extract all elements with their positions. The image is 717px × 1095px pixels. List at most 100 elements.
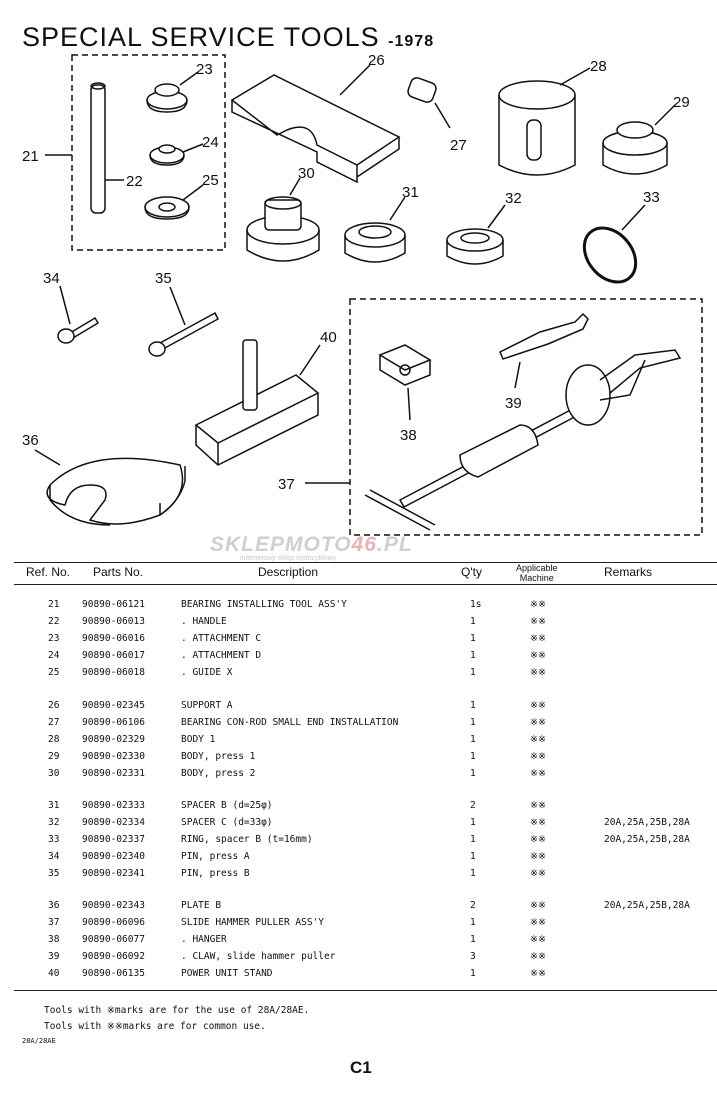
attachment-d-24 bbox=[149, 143, 204, 166]
cell-qty: 1 bbox=[470, 633, 476, 644]
cell-remarks: 20A,25A,25B,28A bbox=[604, 817, 690, 828]
callout-28: 28 bbox=[590, 58, 607, 75]
cell-ref: 40 bbox=[48, 968, 60, 979]
spacer-b-31 bbox=[344, 196, 406, 263]
cell-parts: 90890-02331 bbox=[82, 768, 145, 779]
cell-parts: 90890-02334 bbox=[82, 817, 145, 828]
cell-qty: 1 bbox=[470, 751, 476, 762]
cell-ref: 25 bbox=[48, 667, 60, 678]
cell-mark: ※※ bbox=[530, 700, 546, 711]
cell-parts: 90890-02333 bbox=[82, 800, 145, 811]
cell-parts: 90890-02337 bbox=[82, 834, 145, 845]
cell-ref: 33 bbox=[48, 834, 60, 845]
callout-labels: 21 22 23 24 25 26 27 28 29 30 31 32 33 3… bbox=[22, 52, 690, 493]
callout-24: 24 bbox=[202, 134, 219, 151]
callout-35: 35 bbox=[155, 270, 172, 287]
callout-30: 30 bbox=[298, 165, 315, 182]
body-1-28 bbox=[498, 67, 591, 176]
support-a-26 bbox=[230, 64, 401, 184]
cell-qty: 1 bbox=[470, 700, 476, 711]
header-applicable: Applicable Machine bbox=[516, 563, 558, 583]
callout-23: 23 bbox=[196, 61, 213, 78]
cell-ref: 27 bbox=[48, 717, 60, 728]
cell-qty: 1 bbox=[470, 717, 476, 728]
cell-remarks: 20A,25A,25B,28A bbox=[604, 834, 690, 845]
cell-parts: 90890-06018 bbox=[82, 667, 145, 678]
cell-qty: 1s bbox=[470, 599, 482, 610]
slide-hammer-puller-37 bbox=[364, 349, 682, 531]
cell-parts: 90890-06106 bbox=[82, 717, 145, 728]
cell-ref: 24 bbox=[48, 650, 60, 661]
header-parts: Parts No. bbox=[93, 565, 144, 579]
cell-ref: 39 bbox=[48, 951, 60, 962]
table-header-rule bbox=[14, 584, 717, 585]
title-main: SPECIAL SERVICE TOOLS bbox=[22, 22, 380, 52]
watermark-part2: 46 bbox=[351, 533, 377, 556]
callout-37: 37 bbox=[278, 476, 295, 493]
cell-ref: 35 bbox=[48, 868, 60, 879]
cell-ref: 31 bbox=[48, 800, 60, 811]
cell-parts: 90890-06092 bbox=[82, 951, 145, 962]
cell-remarks: 20A,25A,25B,28A bbox=[604, 900, 690, 911]
cell-desc: . ATTACHMENT C bbox=[181, 633, 262, 644]
cell-qty: 1 bbox=[470, 768, 476, 779]
cell-ref: 30 bbox=[48, 768, 60, 779]
cell-qty: 1 bbox=[470, 851, 476, 862]
pin-press-b-35 bbox=[148, 286, 219, 357]
cell-ref: 21 bbox=[48, 599, 60, 610]
cell-ref: 23 bbox=[48, 633, 60, 644]
cell-mark: ※※ bbox=[530, 951, 546, 962]
cell-mark: ※※ bbox=[530, 968, 546, 979]
callout-40: 40 bbox=[320, 329, 337, 346]
cell-desc: POWER UNIT STAND bbox=[181, 968, 273, 979]
callout-34: 34 bbox=[43, 270, 60, 287]
body-press-1-29 bbox=[602, 104, 676, 175]
cell-desc: PIN, press A bbox=[181, 851, 250, 862]
footnote-double-mark: Tools with ※※marks are for common use. bbox=[44, 1021, 266, 1032]
cell-ref: 36 bbox=[48, 900, 60, 911]
footnote-single-mark: Tools with ※marks are for the use of 28A… bbox=[44, 1005, 310, 1016]
watermark-subtitle: internetowy sklep motocyklowy bbox=[240, 555, 337, 562]
table-row: 39 90890-06092 . CLAW, slide hammer puller… bbox=[0, 951, 717, 967]
cell-qty: 1 bbox=[470, 934, 476, 945]
cell-mark: ※※ bbox=[530, 616, 546, 627]
cell-desc: BEARING CON-ROD SMALL END INSTALLATION bbox=[181, 717, 399, 728]
page-number: C1 bbox=[350, 1058, 372, 1077]
table-row: 27 90890-06106 BEARING CON-ROD SMALL END I… bbox=[0, 717, 717, 733]
cell-parts: 90890-02329 bbox=[82, 734, 145, 745]
callout-22: 22 bbox=[126, 173, 143, 190]
callout-32: 32 bbox=[505, 190, 522, 207]
cell-mark: ※※ bbox=[530, 751, 546, 762]
cell-desc: . CLAW, slide hammer puller bbox=[181, 951, 336, 962]
callout-38: 38 bbox=[400, 427, 417, 444]
callout-25: 25 bbox=[202, 172, 219, 189]
cell-ref: 29 bbox=[48, 751, 60, 762]
cell-qty: 1 bbox=[470, 834, 476, 845]
cell-qty: 1 bbox=[470, 616, 476, 627]
cell-ref: 37 bbox=[48, 917, 60, 928]
cell-qty: 1 bbox=[470, 667, 476, 678]
spacer-c-32 bbox=[446, 204, 506, 265]
callout-29: 29 bbox=[673, 94, 690, 111]
callout-36: 36 bbox=[22, 432, 39, 449]
cell-parts: 90890-02341 bbox=[82, 868, 145, 879]
cell-qty: 2 bbox=[470, 900, 476, 911]
claw-39 bbox=[499, 312, 589, 389]
ring-spacer-33 bbox=[582, 204, 646, 284]
watermark-part1: SKLEPMOTO bbox=[210, 533, 352, 556]
body-press-2-30 bbox=[246, 177, 320, 262]
cell-mark: ※※ bbox=[530, 934, 546, 945]
callout-21: 21 bbox=[22, 148, 39, 165]
cell-mark: ※※ bbox=[530, 900, 546, 911]
